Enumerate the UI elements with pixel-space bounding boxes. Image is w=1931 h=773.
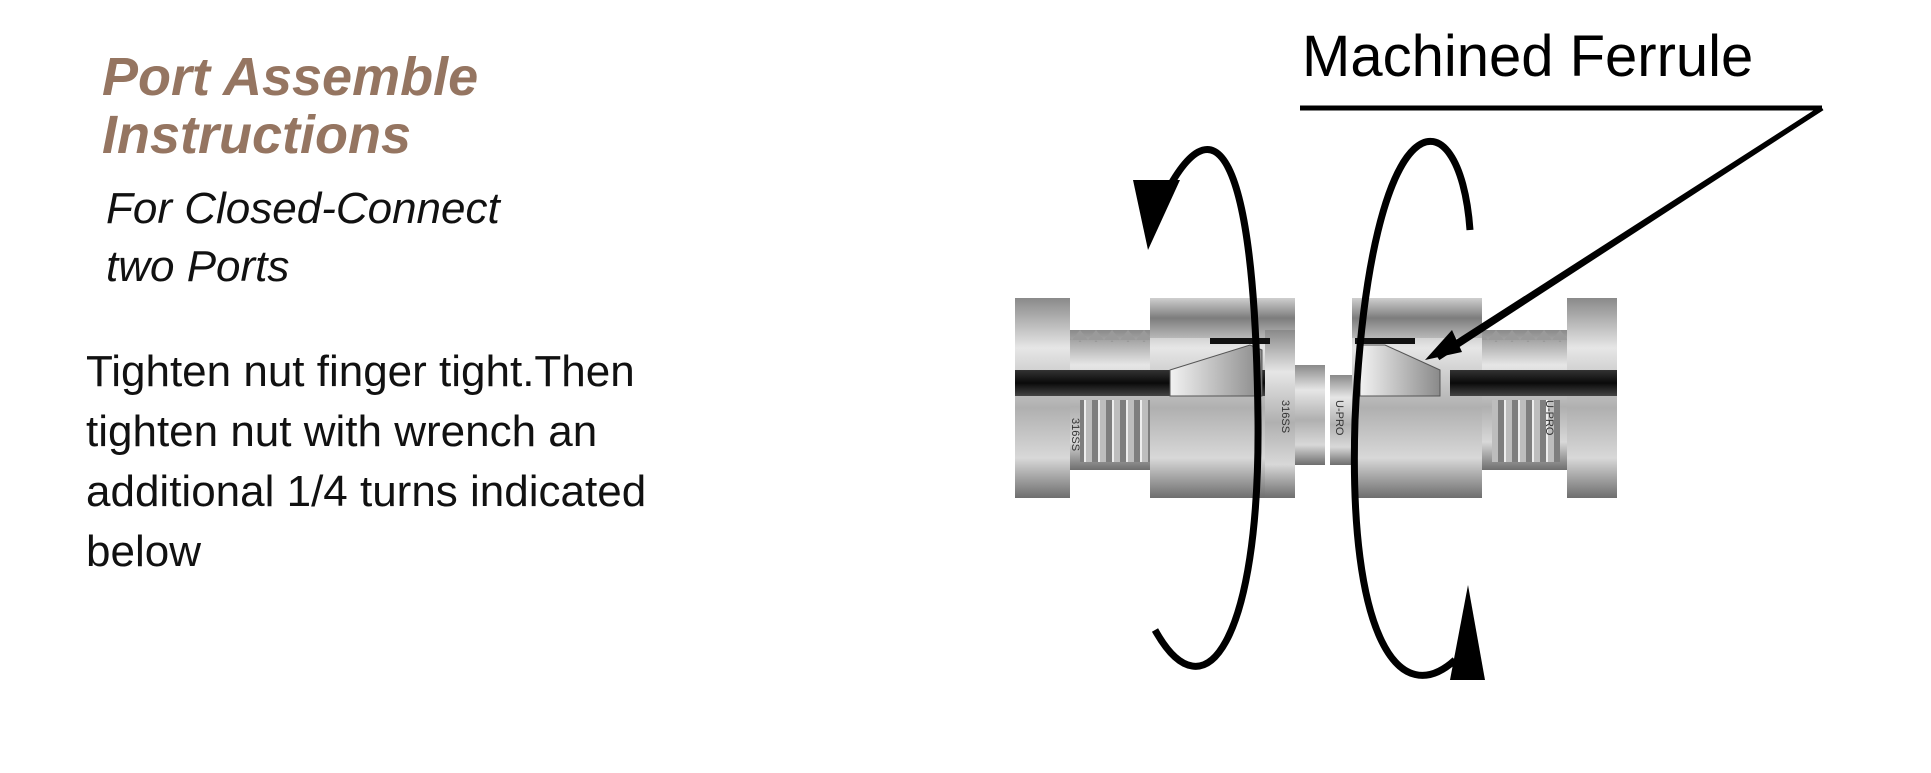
center-left-label: 316SS xyxy=(1279,400,1291,433)
rotation-arrow-left xyxy=(1151,146,1262,670)
right-tube-label: U-PRO xyxy=(1543,400,1555,436)
center-right-label: U-PRO xyxy=(1333,400,1345,436)
callout-leader xyxy=(1300,105,1824,361)
right-tube xyxy=(1450,370,1617,396)
machined-ferrule-callout: Machined Ferrule xyxy=(1302,24,1754,89)
left-arrowhead-icon xyxy=(1133,180,1180,250)
right-body xyxy=(1352,298,1482,498)
left-nut xyxy=(1015,298,1150,498)
left-tube-label: 316SS xyxy=(1069,418,1081,451)
left-ferrule xyxy=(1169,344,1263,397)
right-nut xyxy=(1482,298,1617,498)
rotation-arrow-right xyxy=(1350,138,1474,679)
page-title: Port Assemble Instructions xyxy=(102,47,479,165)
right-threads xyxy=(1492,400,1560,462)
callout-arrowhead xyxy=(1425,330,1462,360)
instruction-text: Tighten nut finger tight.Then tighten nu… xyxy=(86,347,647,576)
center-body xyxy=(1295,320,1352,470)
right-arrowhead-icon xyxy=(1450,585,1485,680)
page-subtitle: For Closed-Connect two Ports xyxy=(106,184,500,291)
left-body xyxy=(1150,298,1295,498)
left-threads xyxy=(1080,400,1150,462)
